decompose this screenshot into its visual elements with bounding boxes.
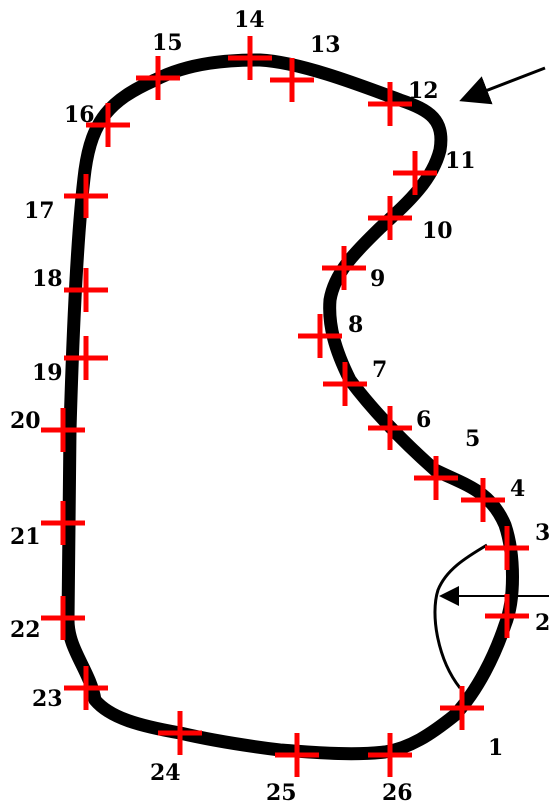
marker-cross-7 (323, 362, 367, 406)
marker-label-1: 1 (488, 735, 503, 761)
marker-label-19: 19 (32, 360, 63, 386)
marker-label-14: 14 (234, 7, 265, 33)
marker-cross-23 (64, 666, 108, 710)
marker-cross-18 (64, 268, 108, 312)
marker-label-3: 3 (535, 520, 549, 546)
labels-layer: 1234567891011121314151617181920212223242… (10, 7, 549, 805)
marker-cross-8 (298, 314, 342, 358)
markers-layer (41, 36, 529, 777)
marker-cross-15 (136, 56, 180, 100)
marker-label-8: 8 (348, 312, 363, 338)
marker-label-16: 16 (64, 102, 95, 128)
marker-label-6: 6 (416, 407, 431, 433)
marker-cross-24 (158, 711, 202, 755)
marker-cross-10 (368, 196, 412, 240)
marker-cross-17 (64, 174, 108, 218)
pointer-arrow-top (459, 66, 546, 105)
marker-label-20: 20 (10, 408, 41, 434)
marker-cross-20 (41, 408, 85, 452)
marker-cross-2 (485, 594, 529, 638)
marker-cross-11 (393, 151, 437, 195)
marker-label-15: 15 (152, 30, 183, 56)
marker-label-11: 11 (445, 148, 476, 174)
marker-cross-4 (461, 478, 505, 522)
marker-cross-14 (228, 36, 272, 80)
marker-label-17: 17 (24, 198, 55, 224)
marker-label-23: 23 (32, 686, 63, 712)
marker-label-10: 10 (422, 218, 453, 244)
marker-cross-16 (86, 103, 130, 147)
marker-cross-3 (485, 526, 529, 570)
marker-label-24: 24 (150, 760, 181, 786)
marker-label-22: 22 (10, 617, 41, 643)
marker-cross-13 (270, 58, 314, 102)
marker-cross-22 (41, 596, 85, 640)
marker-cross-6 (368, 406, 412, 450)
inner-loop (433, 543, 488, 689)
marker-label-7: 7 (372, 357, 387, 383)
marker-label-4: 4 (510, 476, 525, 502)
marker-cross-26 (368, 733, 412, 777)
marker-label-26: 26 (382, 780, 413, 805)
marker-cross-9 (322, 246, 366, 290)
marker-cross-25 (275, 733, 319, 777)
marker-cross-5 (414, 456, 458, 500)
marker-label-25: 25 (266, 780, 297, 805)
marker-label-5: 5 (465, 426, 480, 452)
marker-label-9: 9 (370, 266, 385, 292)
marker-label-13: 13 (310, 32, 341, 58)
marker-cross-12 (368, 82, 412, 126)
marker-label-2: 2 (535, 610, 549, 636)
marker-cross-19 (64, 336, 108, 380)
marker-label-18: 18 (32, 266, 63, 292)
marker-cross-21 (41, 501, 85, 545)
marker-label-21: 21 (10, 524, 41, 550)
marker-cross-1 (440, 686, 484, 730)
marker-label-12: 12 (408, 78, 439, 104)
